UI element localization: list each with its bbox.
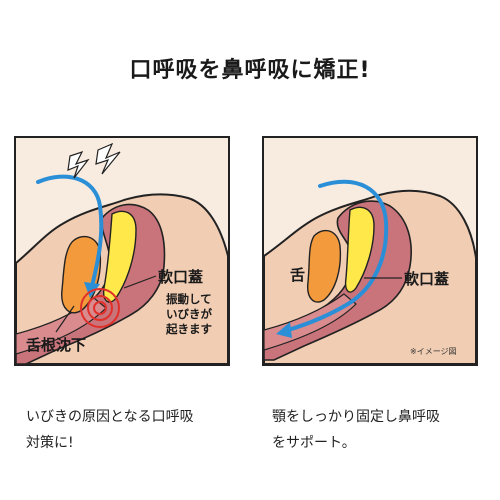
soft-palate bbox=[344, 206, 375, 293]
right-caption: 顎をしっかり固定し鼻呼吸 をサポート。 bbox=[272, 404, 440, 456]
nasal-breathing-diagram: 舌 軟口蓋 ※イメージ図 bbox=[262, 136, 478, 366]
snore-note-line: いびきが bbox=[166, 307, 212, 321]
image-note: ※イメージ図 bbox=[410, 347, 457, 356]
snore-note: 振動して いびきが 起きます bbox=[166, 292, 212, 337]
tongue bbox=[307, 229, 342, 303]
tongue-sinking-label: 舌根沈下 bbox=[26, 336, 87, 354]
right-caption-line: 顎をしっかり固定し鼻呼吸 bbox=[272, 409, 440, 425]
left-caption-line: いびきの原因となる口呼吸 bbox=[26, 409, 194, 425]
snore-lightning-icon bbox=[67, 150, 90, 179]
airflow-arrow bbox=[36, 174, 104, 288]
tongue-label: 舌 bbox=[290, 266, 306, 284]
left-caption: いびきの原因となる口呼吸 対策に! bbox=[26, 404, 194, 456]
nasal-breathing-illustration bbox=[264, 138, 476, 364]
page-title: 口呼吸を鼻呼吸に矯正! bbox=[129, 58, 371, 83]
mouth-breathing-illustration bbox=[16, 138, 228, 364]
soft-palate-label: 軟口蓋 bbox=[158, 268, 204, 286]
snore-note-line: 起きます bbox=[166, 322, 212, 336]
airflow-arrow-head bbox=[276, 322, 292, 338]
airflow-arrow bbox=[286, 179, 389, 332]
left-caption-line: 対策に! bbox=[26, 435, 74, 451]
mouth-breathing-diagram: 軟口蓋 振動して いびきが 起きます 舌根沈下 bbox=[14, 136, 230, 366]
vibration-rings bbox=[80, 288, 120, 328]
snore-lightning-icon bbox=[95, 142, 121, 175]
right-caption-line: をサポート。 bbox=[272, 435, 356, 451]
snore-note-line: 振動して bbox=[166, 292, 212, 306]
soft-palate-label: 軟口蓋 bbox=[404, 270, 450, 288]
